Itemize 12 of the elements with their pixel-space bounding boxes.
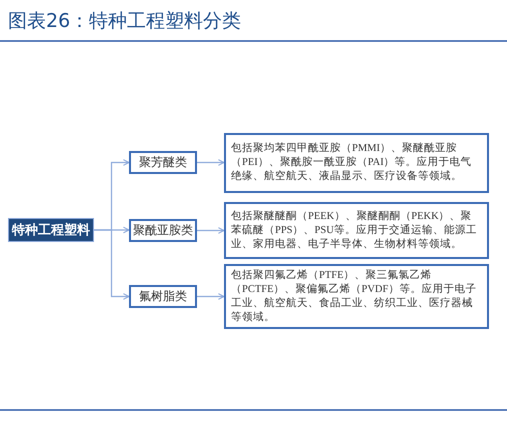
title: 图表26：特种工程塑料分类 xyxy=(8,9,242,34)
description-box: 包括聚四氟乙烯（PTFE）、聚三氟氯乙烯（PCTFE）、聚偏氟乙烯（PVDF）等。应用于电子工业、航空航天、食品工业、纺织工业、医疗器械等领域。 xyxy=(224,264,489,329)
arrow xyxy=(197,293,225,300)
category-box: 氟树脂类 xyxy=(129,285,197,308)
description-box: 包括聚醚醚酮（PEEK）、聚醚酮酮（PEKK）、聚苯硫醚（PPS）、PSU等。应用于交通运输、能源工业、家用电器、电子半导体、生物材料等领域。 xyxy=(224,202,489,259)
arrow xyxy=(197,227,225,234)
root-box: 特种工程塑料 xyxy=(8,218,94,242)
arrow xyxy=(197,159,225,166)
description-box: 包括聚均苯四甲酰亚胺（PMMI）、聚醚酰亚胺（PEI）、聚酰胺一酰亚胺（PAI）等。应用于电气绝缘、航空航天、液晶显示、医疗设备等领域。 xyxy=(224,132,489,192)
arrow xyxy=(94,229,130,300)
category-box: 聚酰亚胺类 xyxy=(129,219,197,242)
category-box: 聚芳醚类 xyxy=(129,151,197,174)
